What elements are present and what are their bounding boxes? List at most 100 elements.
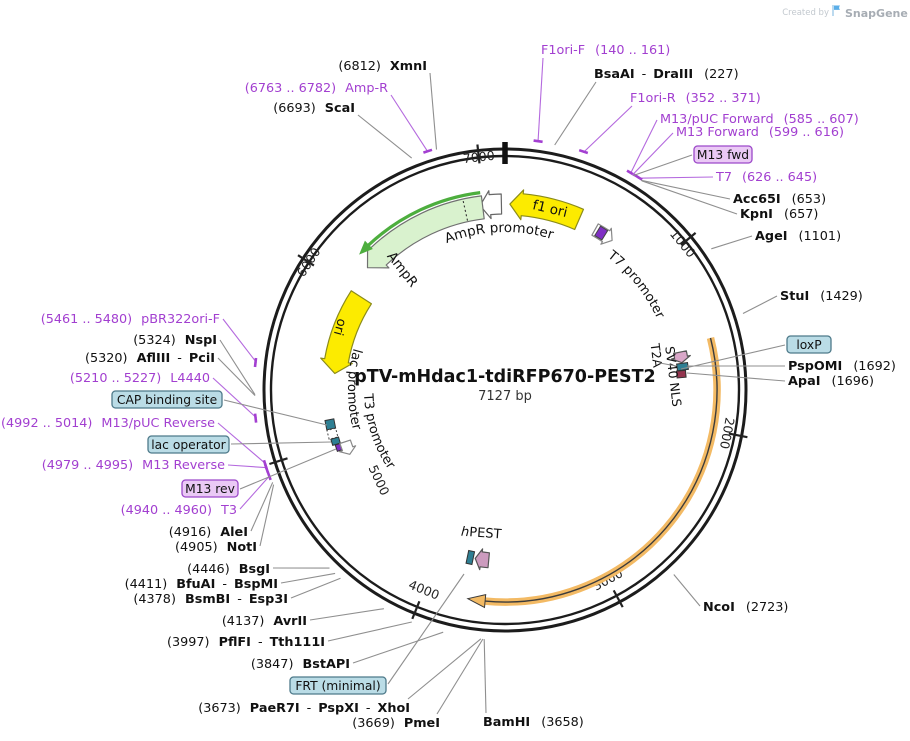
stui-leader — [742, 295, 778, 314]
site-label-bstapi[interactable]: (3847)BstAPI — [251, 657, 350, 672]
primer-label-m13-reverse[interactable]: (4979 .. 4995)M13 Reverse — [42, 458, 225, 473]
pflfi-tth111i-leader — [327, 621, 412, 642]
feature-ampr[interactable] — [366, 195, 485, 269]
primer-label-f1ori-f[interactable]: F1ori-F(140 .. 161) — [541, 43, 670, 58]
site-label-bfuai-bspmi[interactable]: (4411)BfuAI-BspMI — [125, 577, 278, 592]
agei-leader — [711, 235, 753, 250]
lac-promoter-label: lac promoter — [344, 347, 364, 432]
feature-label-cap-binding-site[interactable]: CAP binding site — [117, 393, 217, 407]
frt-minimal-leader — [387, 573, 465, 685]
site-label-noti[interactable]: (4905)NotI — [175, 540, 257, 555]
site-label-kpni[interactable]: KpnI(657) — [740, 207, 818, 222]
feature-label-m13-fwd[interactable]: M13 fwd — [697, 148, 749, 162]
ori-label: ori — [330, 317, 349, 337]
primer-label-t3-primer[interactable]: (4940 .. 4960)T3 — [121, 503, 237, 518]
pbr322ori-f-leader — [222, 318, 257, 363]
f1ori-r-primer-tick — [578, 148, 589, 155]
m13-forward-leader — [632, 132, 674, 176]
primer-label-t7-primer[interactable]: T7(626 .. 645) — [715, 170, 817, 185]
site-label-pspomi[interactable]: PspOMI(1692) — [788, 359, 896, 374]
l4440-primer-tick — [253, 413, 258, 423]
feature-hpest-arrow[interactable] — [474, 548, 490, 571]
feature-ori[interactable] — [320, 290, 372, 375]
feature-label-lac-operator[interactable]: lac operator — [151, 438, 226, 452]
cap-binding-site-leader — [223, 399, 328, 426]
l4440-leader — [212, 377, 257, 419]
tick-3000 — [612, 589, 624, 608]
tick-4000 — [411, 600, 421, 620]
feature-label-loxp[interactable]: loxP — [796, 338, 821, 352]
ampr-label: AmpR — [383, 249, 420, 291]
feature-label-box-lac-operator[interactable] — [147, 435, 230, 454]
site-label-bsgi[interactable]: (4446)BsgI — [187, 562, 270, 577]
nspi-leader — [219, 339, 256, 395]
feature-label-frt-minimal[interactable]: FRT (minimal) — [295, 679, 380, 693]
feature-label-box-cap-binding-site[interactable] — [111, 390, 223, 409]
t2a-label: T2A — [647, 342, 665, 369]
feature-label-box-m13-fwd[interactable] — [693, 145, 753, 164]
feature-label-box-m13-rev[interactable] — [181, 479, 239, 498]
feature-loxp-box[interactable] — [675, 369, 687, 379]
site-label-pflfi-tth111i[interactable]: (3997)PflFI-Tth111I — [167, 635, 325, 650]
site-label-bsaai-draiii[interactable]: BsaAI-DraIII(227) — [594, 67, 739, 82]
feature-t7-box[interactable] — [594, 225, 609, 241]
site-label-stui[interactable]: StuI(1429) — [780, 289, 863, 304]
f1-ori-label: f1 ori — [531, 197, 569, 221]
amp-r-primer-tick — [422, 148, 433, 154]
feature-gene-arc-head — [466, 593, 487, 609]
bsaai-draiii-leader — [554, 81, 597, 146]
primer-label-m13-forward[interactable]: M13 Forward(599 .. 616) — [676, 125, 844, 140]
primer-label-l4440[interactable]: (5210 .. 5227)L4440 — [70, 371, 210, 386]
site-label-bamhi[interactable]: BamHI(3658) — [483, 715, 584, 730]
m13-rev-leader — [239, 448, 337, 490]
site-label-scai[interactable]: (6693)ScaI — [273, 101, 355, 116]
feature-f1-ori[interactable] — [509, 189, 585, 231]
feature-label-m13-rev[interactable]: M13 rev — [185, 482, 235, 496]
site-label-bsmbi-esp3i[interactable]: (4378)BsmBI-Esp3I — [133, 592, 288, 607]
site-label-apai[interactable]: ApaI(1696) — [788, 374, 874, 389]
site-label-ncoi[interactable]: NcoI(2723) — [703, 600, 788, 615]
avrii-leader — [309, 608, 384, 621]
site-label-afliii-pcii[interactable]: (5320)AflIII-PciI — [85, 351, 215, 366]
tick-5000 — [269, 457, 288, 466]
feature-ampr-promoter-arrow[interactable] — [479, 190, 503, 220]
tick-label-7000: 7000 — [462, 148, 495, 166]
tick-1000 — [680, 232, 697, 246]
site-label-paer7i-pspxi-xhoi[interactable]: (3673)PaeR7I-PspXI-XhoI — [198, 701, 410, 716]
primer-label-m13-puc-reverse[interactable]: (4992 .. 5014)M13/pUC Reverse — [1, 416, 215, 431]
feature-label-box-loxp[interactable] — [786, 335, 832, 354]
kpni-leader — [641, 180, 738, 215]
f1ori-f-primer-tick — [533, 139, 543, 144]
bamhi-leader — [483, 639, 487, 714]
feature-lacprom-box[interactable] — [326, 427, 339, 440]
primer-label-m13-puc-forward[interactable]: M13/pUC Forward(585 .. 607) — [660, 112, 859, 127]
noti-leader — [259, 484, 275, 547]
alei-leader — [250, 482, 274, 532]
feature-ampr-gene-line[interactable] — [367, 191, 481, 247]
tick-label-2000: 2000 — [717, 416, 738, 450]
primer-label-amp-r[interactable]: (6763 .. 6782)Amp-R — [245, 81, 388, 96]
lac-operator-leader — [230, 441, 332, 445]
feature-t2a-arrow[interactable] — [671, 350, 691, 364]
site-label-pmei[interactable]: (3669)PmeI — [352, 716, 440, 731]
bsmbi-esp3i-leader — [290, 577, 341, 599]
snapgene-flag-icon — [832, 5, 840, 16]
feature-ampr-gene-line-head — [359, 240, 373, 255]
site-label-agei[interactable]: AgeI(1101) — [755, 229, 841, 244]
feature-lact3-outline[interactable] — [339, 439, 357, 455]
tick-7000 — [476, 144, 481, 164]
t3-primer-primer-tick — [266, 471, 272, 481]
primer-label-pbr322ori-f[interactable]: (5461 .. 5480)pBR322ori-F — [41, 312, 220, 327]
site-label-avrii[interactable]: (4137)AvrII — [222, 614, 307, 629]
site-label-nspi[interactable]: (5324)NspI — [133, 333, 217, 348]
feature-hpest-site-box[interactable] — [465, 549, 476, 566]
site-label-xmni[interactable]: (6812)XmnI — [338, 59, 427, 74]
pmei-leader — [436, 638, 484, 715]
site-label-alei[interactable]: (4916)AleI — [169, 525, 248, 540]
primer-label-f1ori-r[interactable]: F1ori-R(352 .. 371) — [630, 91, 761, 106]
tick-label-4000: 4000 — [407, 577, 442, 603]
feature-label-box-frt-minimal[interactable] — [289, 676, 387, 695]
site-label-acc65i[interactable]: Acc65I(653) — [733, 192, 826, 207]
